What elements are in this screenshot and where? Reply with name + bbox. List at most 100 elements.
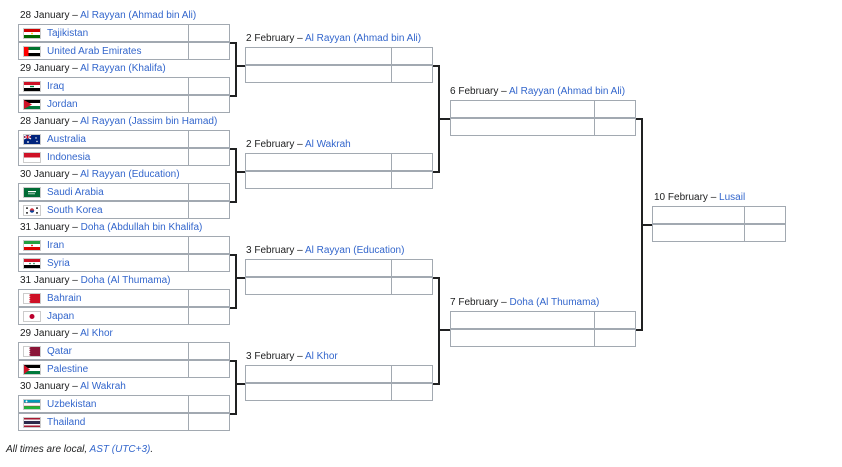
date-separator: – bbox=[69, 10, 81, 21]
team-name-cell: Australia bbox=[19, 131, 86, 147]
bracket-connector bbox=[230, 254, 236, 256]
bracket-connector bbox=[230, 201, 236, 203]
team-link[interactable]: Japan bbox=[47, 310, 75, 322]
team-row: South Korea bbox=[18, 201, 230, 219]
venue-link[interactable]: Lusail bbox=[719, 192, 746, 203]
team-name-cell: Qatar bbox=[19, 343, 72, 359]
match-date: 2 February bbox=[246, 139, 295, 150]
qf-match-header: 2 February – Al Rayyan (Ahmad bin Ali) bbox=[246, 33, 421, 45]
r16-match-header: 30 January – Al Wakrah bbox=[20, 381, 126, 393]
team-name-cell: Japan bbox=[19, 308, 74, 324]
team-row: Jordan bbox=[18, 95, 230, 113]
timezone-link[interactable]: AST (UTC+3) bbox=[89, 444, 151, 455]
score-cell bbox=[391, 366, 432, 382]
venue-link[interactable]: Al Rayyan (Jassim bin Hamad) bbox=[80, 116, 218, 127]
bracket-connector bbox=[235, 383, 245, 385]
venue-link[interactable]: Doha (Al Thumama) bbox=[80, 275, 171, 286]
score-cell bbox=[594, 101, 635, 117]
team-row: Iran bbox=[18, 236, 230, 254]
team-link[interactable]: Indonesia bbox=[47, 151, 91, 163]
team-row: Tajikistan bbox=[18, 24, 230, 42]
score-cell bbox=[188, 184, 229, 200]
team-row bbox=[450, 329, 636, 347]
flag-uae-icon bbox=[23, 45, 41, 57]
flag-bahrain-icon bbox=[23, 292, 41, 304]
venue-link[interactable]: Al Rayyan (Khalifa) bbox=[80, 63, 166, 74]
date-separator: – bbox=[69, 63, 81, 74]
venue-link[interactable]: Al Khor bbox=[80, 328, 113, 339]
bracket-connector bbox=[235, 65, 245, 67]
team-link[interactable]: Jordan bbox=[47, 98, 78, 110]
team-row: Japan bbox=[18, 307, 230, 325]
team-name-cell: Iran bbox=[19, 237, 64, 253]
team-link[interactable]: South Korea bbox=[47, 204, 103, 216]
bracket-connector bbox=[636, 329, 642, 331]
team-link[interactable]: Bahrain bbox=[47, 292, 82, 304]
date-separator: – bbox=[294, 33, 305, 44]
bracket-connector bbox=[433, 277, 439, 279]
score-cell bbox=[391, 384, 432, 400]
venue-link[interactable]: Al Rayyan (Education) bbox=[304, 245, 405, 256]
team-row bbox=[245, 171, 433, 189]
team-link[interactable]: Tajikistan bbox=[47, 27, 89, 39]
venue-link[interactable]: Al Wakrah bbox=[80, 381, 126, 392]
score-cell bbox=[188, 396, 229, 412]
score-cell bbox=[391, 260, 432, 276]
qf-match-header: 2 February – Al Wakrah bbox=[246, 139, 351, 151]
bracket-connector bbox=[641, 224, 652, 226]
bracket-connector bbox=[438, 277, 440, 385]
team-link[interactable]: Saudi Arabia bbox=[47, 186, 104, 198]
bracket-connector bbox=[438, 118, 450, 120]
flag-jordan-icon bbox=[23, 98, 41, 110]
team-link[interactable]: Australia bbox=[47, 133, 86, 145]
team-link[interactable]: Thailand bbox=[47, 416, 86, 428]
team-row: Iraq bbox=[18, 77, 230, 95]
team-link[interactable]: Iran bbox=[47, 239, 65, 251]
match-date: 2 February bbox=[246, 33, 295, 44]
venue-link[interactable]: Al Rayyan (Education) bbox=[80, 169, 180, 180]
venue-link[interactable]: Al Rayyan (Ahmad bin Ali) bbox=[508, 86, 626, 97]
score-cell bbox=[744, 225, 785, 241]
timezone-note-prefix: All times are local, bbox=[6, 444, 90, 455]
team-row bbox=[245, 47, 433, 65]
r16-match-header: 31 January – Doha (Abdullah bin Khalifa) bbox=[20, 222, 202, 234]
date-separator: – bbox=[498, 297, 510, 308]
score-cell bbox=[594, 119, 635, 135]
team-row bbox=[450, 311, 636, 329]
match-date: 7 February bbox=[450, 297, 499, 308]
flag-australia-icon bbox=[23, 133, 41, 145]
date-separator: – bbox=[294, 139, 305, 150]
venue-link[interactable]: Al Khor bbox=[304, 351, 338, 362]
score-cell bbox=[188, 290, 229, 306]
team-link[interactable]: Iraq bbox=[47, 80, 65, 92]
venue-link[interactable]: Al Rayyan (Ahmad bin Ali) bbox=[304, 33, 422, 44]
bracket-connector bbox=[235, 42, 237, 97]
match-date: 28 January bbox=[20, 116, 70, 127]
team-row: Syria bbox=[18, 254, 230, 272]
team-row: Qatar bbox=[18, 342, 230, 360]
venue-link[interactable]: Doha (Al Thumama) bbox=[509, 297, 600, 308]
team-row: Saudi Arabia bbox=[18, 183, 230, 201]
flag-palestine-icon bbox=[23, 363, 41, 375]
team-link[interactable]: Syria bbox=[47, 257, 70, 269]
team-row: United Arab Emirates bbox=[18, 42, 230, 60]
venue-link[interactable]: Al Wakrah bbox=[304, 139, 351, 150]
score-cell bbox=[391, 278, 432, 294]
team-link[interactable]: Qatar bbox=[47, 345, 73, 357]
match-date: 10 February bbox=[654, 192, 708, 203]
score-cell bbox=[188, 414, 229, 430]
venue-link[interactable]: Al Rayyan (Ahmad bin Ali) bbox=[80, 10, 197, 21]
venue-link[interactable]: Doha (Abdullah bin Khalifa) bbox=[80, 222, 203, 233]
score-cell bbox=[744, 207, 785, 223]
bracket-connector bbox=[235, 360, 237, 415]
team-name-cell: Thailand bbox=[19, 414, 85, 430]
team-link[interactable]: United Arab Emirates bbox=[47, 45, 142, 57]
team-link[interactable]: Palestine bbox=[47, 363, 89, 375]
flag-japan-icon bbox=[23, 310, 41, 322]
flag-qatar-icon bbox=[23, 345, 41, 357]
r16-match-header: 28 January – Al Rayyan (Jassim bin Hamad… bbox=[20, 116, 217, 128]
date-separator: – bbox=[294, 245, 305, 256]
date-separator: – bbox=[69, 116, 81, 127]
team-row bbox=[652, 224, 786, 242]
team-link[interactable]: Uzbekistan bbox=[47, 398, 97, 410]
